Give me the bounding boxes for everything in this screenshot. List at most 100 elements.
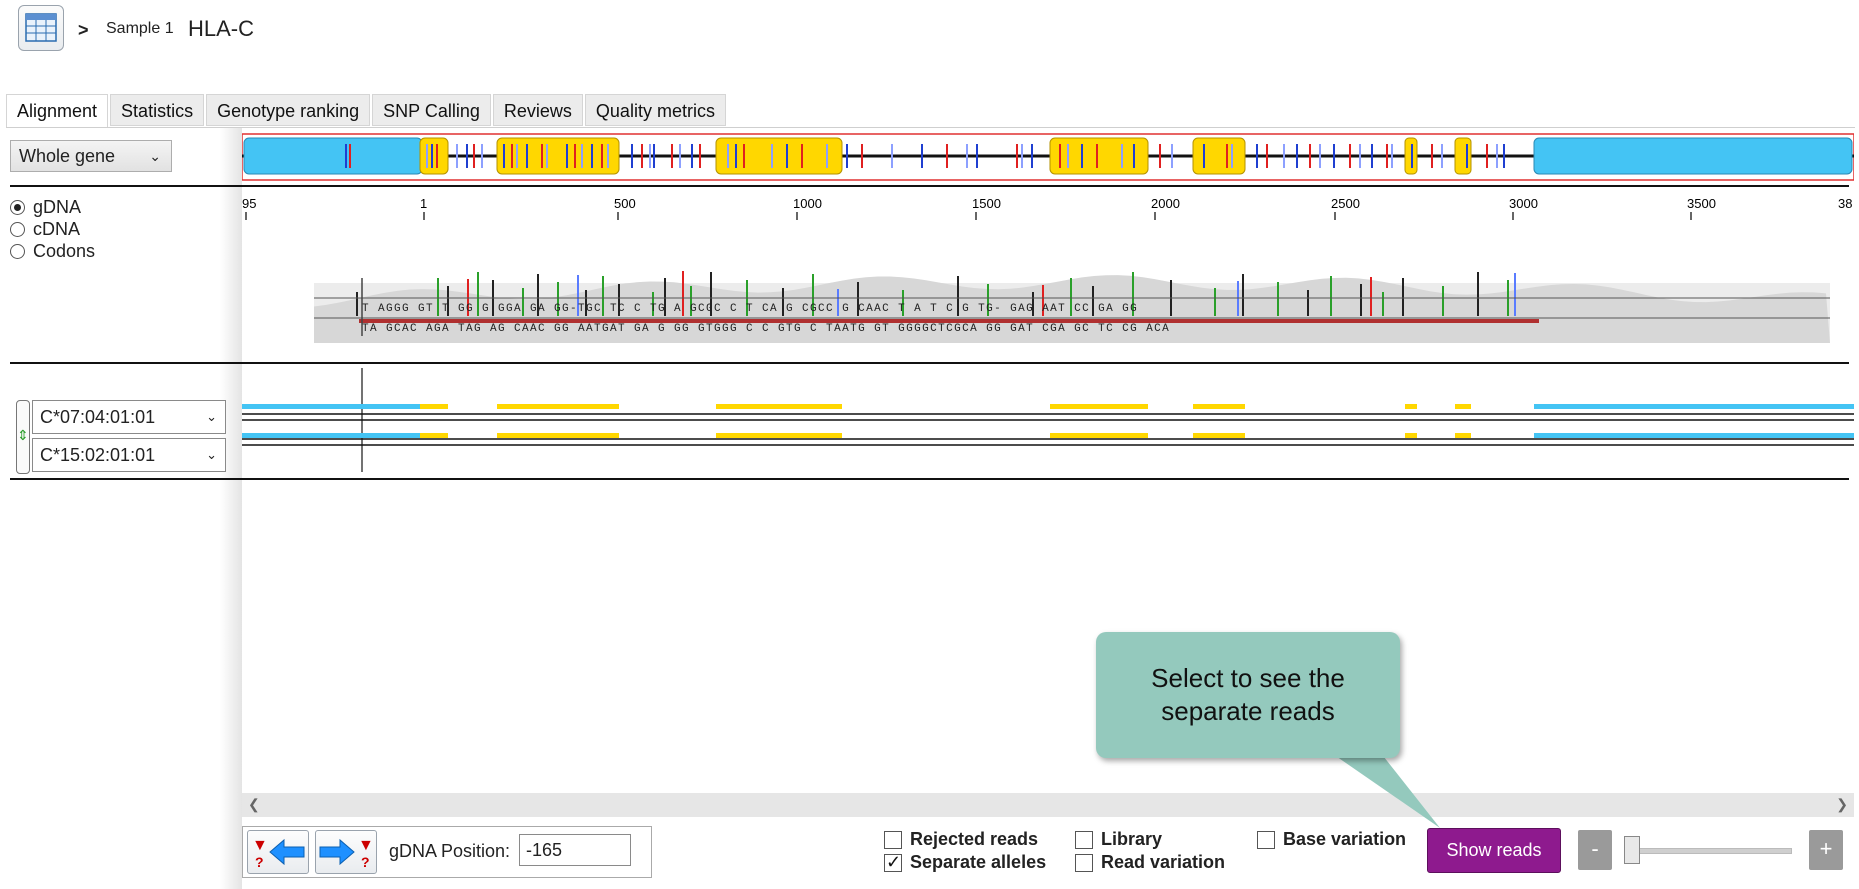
snp-marks: [345, 144, 1505, 168]
tick-label: 2000: [1151, 196, 1180, 211]
coverage-track: T AGGG GT T GG G GGA GA GG-TGC TC C TG A…: [314, 271, 1830, 343]
chevron-down-icon: ⌄: [206, 447, 217, 462]
radio-codons[interactable]: Codons: [10, 241, 95, 262]
tab-reviews[interactable]: Reviews: [492, 94, 583, 126]
tab-genotype-ranking[interactable]: Genotype ranking: [206, 94, 371, 126]
tab-bar: Alignment Statistics Genotype ranking SN…: [6, 94, 728, 128]
allele-segment: [1455, 433, 1471, 438]
radio-cdna[interactable]: cDNA: [10, 219, 80, 240]
tab-divider: [6, 127, 1855, 128]
consensus-row-2: TA GCAC AGA TAG AG CAAC GG AATGAT GA G G…: [362, 323, 1170, 335]
allele-segment: [1193, 404, 1245, 409]
horizontal-scrollbar[interactable]: ❮ ❯: [242, 793, 1854, 817]
radio-label: Codons: [33, 241, 96, 261]
variant-bar: [664, 278, 666, 316]
zoom-slider-thumb[interactable]: [1624, 836, 1640, 864]
tab-snp-calling[interactable]: SNP Calling: [372, 94, 491, 126]
radio-button[interactable]: [10, 244, 25, 259]
allele-select-1[interactable]: C*07:04:01:01 ⌄: [32, 400, 226, 434]
next-variant-button[interactable]: ▼ ?: [315, 830, 377, 874]
allele-select-2[interactable]: C*15:02:01:01 ⌄: [32, 438, 226, 472]
variant-bar: [1277, 282, 1279, 316]
checkbox-separate-alleles[interactable]: Separate alleles: [884, 852, 1046, 873]
variant-bar: [782, 288, 784, 316]
breadcrumb-sample[interactable]: Sample 1: [106, 20, 174, 37]
radio-gdna[interactable]: gDNA: [10, 197, 81, 218]
checkbox[interactable]: [1075, 853, 1093, 872]
tab-quality-metrics[interactable]: Quality metrics: [584, 94, 726, 126]
checkbox[interactable]: [1257, 830, 1275, 849]
checkbox-library[interactable]: Library: [1075, 829, 1162, 850]
svg-text:?: ?: [255, 854, 264, 870]
checkbox-read-variation[interactable]: Read variation: [1075, 852, 1225, 873]
checkbox[interactable]: [1075, 830, 1093, 849]
checkbox-rejected-reads[interactable]: Rejected reads: [884, 829, 1038, 850]
tab-alignment[interactable]: Alignment: [6, 94, 109, 128]
checkbox[interactable]: [884, 852, 902, 873]
radio-button[interactable]: [10, 222, 25, 237]
alignment-view[interactable]: 95 1 500 1000 1500 2000 2500 3000 3500 3…: [242, 128, 1854, 488]
variant-bar: [1032, 292, 1034, 316]
variant-bar: [477, 272, 479, 316]
checkbox-label: Read variation: [1101, 852, 1226, 872]
coverage-variant-bars: [356, 271, 1516, 316]
variant-bar: [812, 274, 814, 316]
checkbox-base-variation[interactable]: Base variation: [1257, 829, 1406, 850]
variant-bar: [602, 276, 604, 316]
checkbox[interactable]: [884, 830, 902, 849]
checkbox-label: Library: [1101, 829, 1163, 849]
checkbox-label: Rejected reads: [910, 829, 1039, 849]
tick-label: 1000: [793, 196, 822, 211]
variant-bar: [537, 274, 539, 316]
exon-7: [1454, 137, 1472, 175]
variant-bar: [857, 282, 859, 316]
variant-bar: [1514, 273, 1516, 316]
utr-3: [1533, 137, 1853, 175]
variant-bar: [577, 275, 579, 316]
scroll-left-icon[interactable]: ❮: [248, 796, 260, 812]
svg-text:?: ?: [361, 854, 370, 870]
variant-bar: [1360, 284, 1362, 316]
table-grid-icon: [25, 13, 57, 42]
svg-text:▼: ▼: [358, 837, 374, 854]
variant-bar: [957, 276, 959, 316]
radio-label: cDNA: [33, 219, 81, 239]
swap-icon: ⇕: [17, 427, 29, 443]
variant-bar: [1442, 286, 1444, 316]
position-label: gDNA Position:: [389, 841, 511, 861]
zoom-out-button[interactable]: -: [1578, 830, 1612, 870]
exon-4: [1049, 137, 1149, 175]
variant-bar: [1070, 278, 1072, 316]
prev-variant-button[interactable]: ▼ ?: [247, 830, 309, 874]
allele-segment: [242, 433, 420, 438]
region-select-value: Whole gene: [19, 146, 116, 166]
tab-statistics[interactable]: Statistics: [110, 94, 205, 126]
tick-label: 95: [242, 196, 256, 211]
svg-text:▼: ▼: [252, 837, 268, 854]
region-select[interactable]: Whole gene ⌄: [10, 140, 172, 172]
home-button[interactable]: [18, 5, 64, 51]
variant-bar: [690, 286, 692, 316]
zoom-in-button[interactable]: +: [1809, 830, 1843, 870]
variant-bar: [1477, 272, 1479, 316]
position-input[interactable]: -165: [519, 834, 631, 866]
variant-bar: [1307, 290, 1309, 316]
exon-1: [419, 137, 449, 175]
variant-bar: [585, 290, 587, 316]
consensus-row-1: T AGGG GT T GG G GGA GA GG-TGC TC C TG A…: [362, 303, 1138, 315]
exon-3: [715, 137, 843, 175]
left-panel: [0, 128, 242, 889]
gene-overview[interactable]: [242, 133, 1854, 181]
radio-button[interactable]: [10, 200, 25, 215]
swap-alleles-handle[interactable]: ⇕: [16, 400, 30, 474]
show-reads-button[interactable]: Show reads: [1427, 828, 1561, 873]
zoom-slider-track[interactable]: [1630, 848, 1792, 854]
allele-segment: [1405, 404, 1417, 409]
callout-line-1: Select to see the: [1151, 663, 1345, 693]
tick-label: 3000: [1509, 196, 1538, 211]
breadcrumb-separator: >: [78, 20, 89, 40]
variant-bar: [987, 284, 989, 316]
scroll-right-icon[interactable]: ❯: [1836, 796, 1848, 812]
allele-segment: [1193, 433, 1245, 438]
variant-bar: [356, 292, 358, 316]
